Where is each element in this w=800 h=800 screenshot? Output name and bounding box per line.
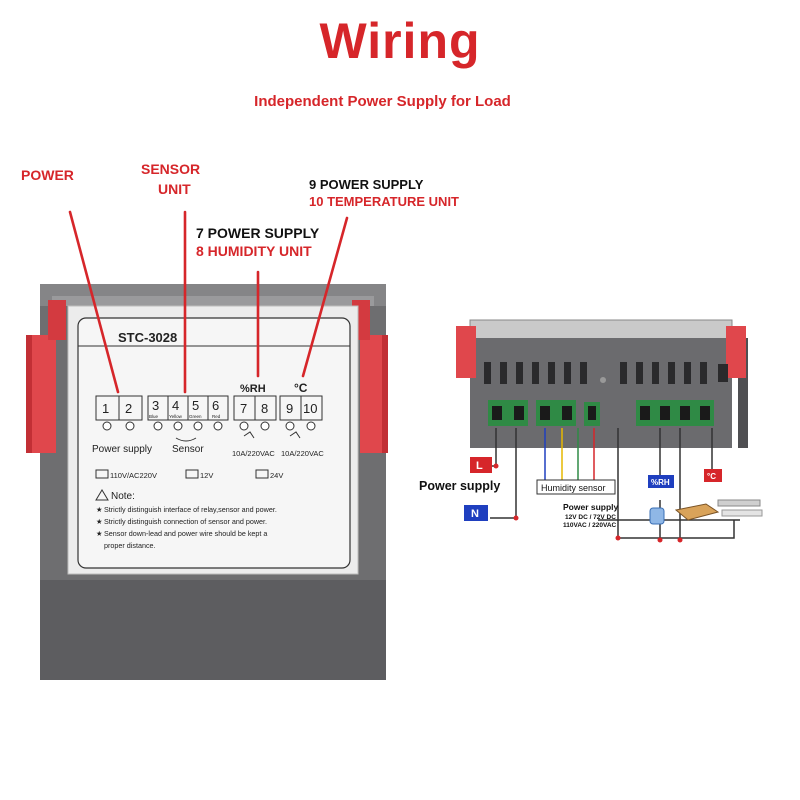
callout-sensor-line1: SENSOR bbox=[141, 161, 201, 177]
terminal-4: 4 bbox=[172, 398, 179, 413]
voltage-option-3: 24V bbox=[270, 471, 283, 480]
screw-symbols bbox=[102, 421, 316, 431]
rh-symbol: %RH bbox=[240, 383, 266, 395]
note-2: Strictly distinguish connection of senso… bbox=[104, 517, 267, 526]
relay-rating-1: 10A/220VAC bbox=[232, 449, 275, 458]
terminal-group-humidity bbox=[233, 395, 277, 421]
callout-humidity-line1: 7 POWER SUPPLY bbox=[196, 225, 320, 241]
callout-temperature-line2: 10 TEMPERATURE UNIT bbox=[309, 194, 459, 209]
svg-text:★: ★ bbox=[96, 517, 102, 526]
label-power-supply: Power supply bbox=[92, 444, 152, 455]
rear-clip-left bbox=[456, 326, 476, 378]
terminal-1: 1 bbox=[102, 401, 109, 416]
callout-sensor-line2: UNIT bbox=[158, 181, 191, 197]
label-sensor: Sensor bbox=[172, 444, 204, 455]
warning-icon bbox=[95, 489, 109, 501]
load-supply-line1: 12V DC / 72V DC bbox=[565, 514, 616, 521]
terminal-group-sensor bbox=[147, 395, 229, 421]
terminal-10: 10 bbox=[303, 401, 317, 416]
humidity-sensor-box bbox=[536, 479, 616, 495]
load-supply-title: Power supply bbox=[563, 502, 619, 512]
note-title: Note: bbox=[111, 491, 135, 502]
terminal-7: 7 bbox=[240, 401, 247, 416]
wire-color-green: Green bbox=[189, 414, 202, 419]
page-subtitle: Independent Power Supply for Load bbox=[254, 93, 511, 110]
cooling-fan-icon bbox=[717, 499, 761, 507]
humidifier-icon bbox=[649, 507, 665, 525]
note-1: Strictly distinguish interface of relay,… bbox=[104, 505, 277, 514]
sensor-bracket bbox=[175, 437, 197, 442]
rear-clip-right bbox=[726, 326, 746, 378]
note-4: proper distance. bbox=[104, 541, 156, 550]
terminal-8: 8 bbox=[261, 401, 268, 416]
terminal-9: 9 bbox=[286, 401, 293, 416]
callout-temperature-line1: 9 POWER SUPPLY bbox=[309, 177, 424, 192]
note-3: Sensor down-lead and power wire should b… bbox=[104, 529, 267, 538]
wire-color-blue: Blue bbox=[149, 414, 159, 419]
leader-temperature bbox=[301, 216, 349, 378]
neutral-tag bbox=[464, 505, 488, 521]
terminal-2: 2 bbox=[125, 401, 132, 416]
svg-text:★: ★ bbox=[96, 529, 102, 538]
svg-text:★: ★ bbox=[96, 505, 102, 514]
page-title: Wiring bbox=[319, 13, 481, 69]
terminal-group-power bbox=[95, 395, 143, 421]
line-tag-text: L bbox=[476, 460, 483, 472]
model-number: STC-3028 bbox=[118, 330, 177, 345]
voltage-option-1: 110V/AC220V bbox=[110, 471, 157, 480]
relay-rating-2: 10A/220VAC bbox=[281, 449, 324, 458]
rear-power-supply-label: Power supply bbox=[419, 479, 500, 493]
rear-housing bbox=[470, 338, 732, 448]
leader-power bbox=[68, 210, 120, 394]
neutral-tag-text: N bbox=[471, 508, 479, 520]
mounting-clip-left bbox=[26, 300, 66, 453]
rh-tag-text: %RH bbox=[651, 478, 670, 487]
callout-power: POWER bbox=[21, 167, 74, 183]
terminal-3: 3 bbox=[152, 398, 159, 413]
rear-vents bbox=[484, 362, 707, 384]
temp-tag-text: °C bbox=[707, 472, 716, 481]
callout-humidity-line2: 8 HUMIDITY UNIT bbox=[196, 243, 312, 259]
wire-color-red: Red bbox=[212, 414, 221, 419]
voltage-option-2: 12V bbox=[200, 471, 213, 480]
temp-tag bbox=[704, 469, 722, 482]
terminal-5: 5 bbox=[192, 398, 199, 413]
terminal-6: 6 bbox=[212, 398, 219, 413]
line-tag bbox=[470, 457, 492, 473]
humidity-sensor-label: Humidity sensor bbox=[541, 483, 606, 493]
load-supply-line2: 110VAC / 220VAC bbox=[563, 522, 617, 529]
leader-lines bbox=[68, 210, 349, 394]
wire-color-yellow: Yellow bbox=[169, 414, 183, 419]
heater-icon bbox=[674, 503, 720, 521]
rh-tag bbox=[648, 475, 674, 488]
celsius-symbol: °C bbox=[294, 381, 308, 395]
terminal-group-temperature bbox=[279, 395, 323, 421]
